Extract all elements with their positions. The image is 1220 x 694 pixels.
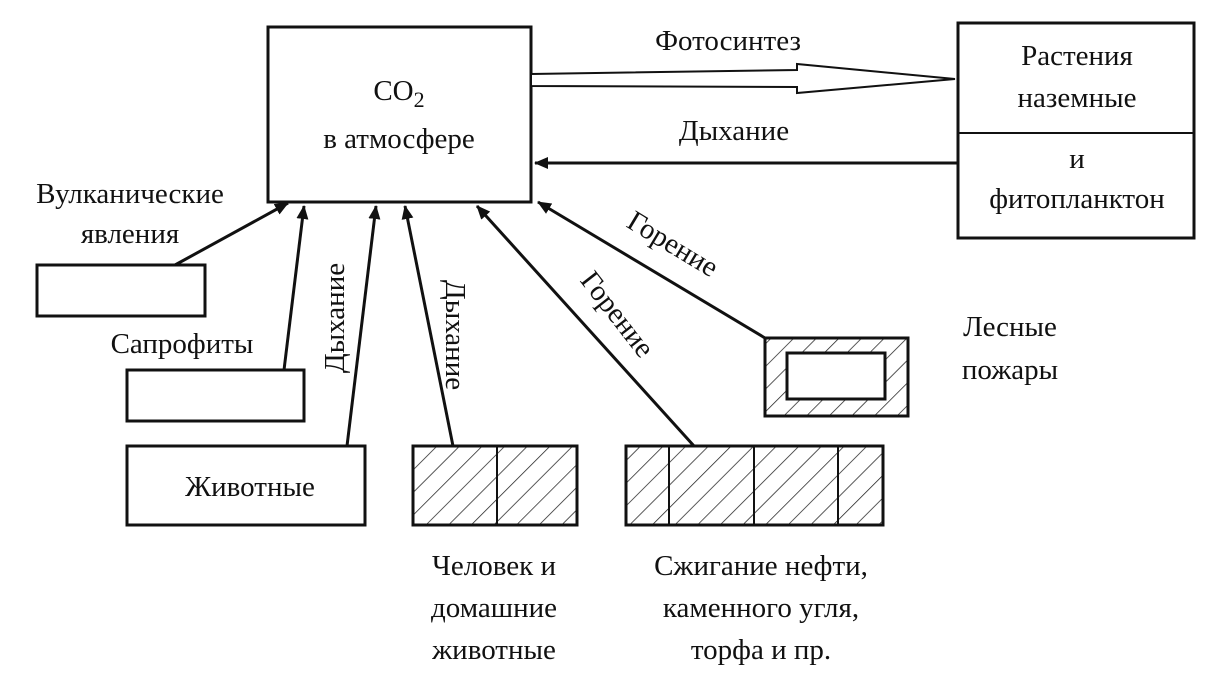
saprophytes-arrow: [282, 205, 309, 371]
humans-label-line3: животные: [431, 634, 556, 666]
humans-label-line2: домашние: [431, 592, 557, 624]
fuel-label-line1: Сжигание нефти,: [654, 550, 868, 582]
forest-fires-label-line1: Лесные: [963, 311, 1057, 343]
animals-label: Животные: [185, 471, 315, 503]
fuel-label-line3: торфа и пр.: [691, 634, 831, 666]
atmosphere-formula: CO2: [373, 75, 424, 112]
volcanic-arrow: [174, 201, 289, 267]
humans-arrow: [401, 205, 455, 447]
humans-box: [411, 444, 579, 527]
plants-line3: и: [1069, 143, 1085, 175]
photosynthesis-label: Фотосинтез: [655, 25, 801, 57]
atmosphere-box: [266, 25, 533, 204]
fuel-arrow: [475, 204, 696, 448]
volcanic-label-line2: явления: [81, 218, 179, 250]
respiration-animals-label: Дыхание: [319, 263, 351, 373]
forest-fires-arrow: [537, 200, 766, 340]
plants-box: [956, 21, 1196, 240]
plants-line2: наземные: [1018, 82, 1137, 114]
saprophytes-box: [125, 368, 306, 423]
volcanic-box: [35, 263, 207, 318]
forest-fires-label-line2: пожары: [962, 354, 1058, 386]
forest-fires-inner-box: [785, 351, 887, 401]
photosynthesis-arrow: [530, 62, 956, 95]
atmosphere-caption: в атмосфере: [323, 123, 475, 155]
saprophytes-label: Сапрофиты: [111, 328, 254, 360]
animals-box: [125, 444, 367, 527]
combustion-fuel-label: Горение: [574, 265, 661, 364]
volcanic-label-line1: Вулканические: [36, 178, 224, 210]
plants-line1: Растения: [1021, 40, 1133, 72]
fuel-label-line2: каменного угля,: [663, 592, 859, 624]
humans-label-line1: Человек и: [432, 550, 556, 582]
respiration-humans-label: Дыхание: [439, 280, 471, 390]
plants-line4: фитопланктон: [989, 183, 1165, 215]
animals-arrow: [345, 205, 381, 447]
combustion-forest-label: Горение: [622, 205, 724, 284]
respiration-top-label: Дыхание: [679, 115, 789, 147]
